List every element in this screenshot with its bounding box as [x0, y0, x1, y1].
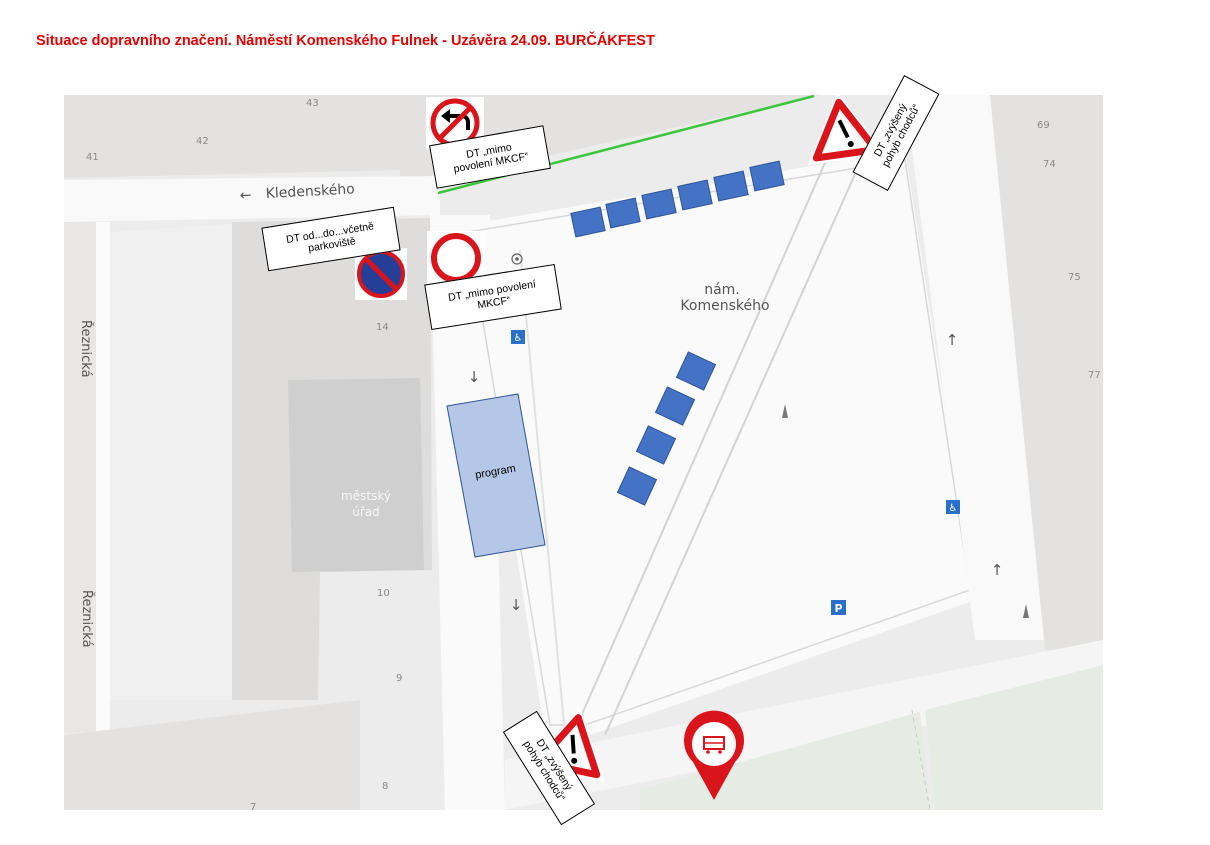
- no-left-turn-sign-icon: [426, 97, 484, 149]
- house-number: 77: [1088, 370, 1101, 381]
- arrow-left-icon: ←: [239, 187, 252, 204]
- house-number: 74: [1043, 159, 1056, 170]
- parking-glyph: P: [834, 602, 842, 615]
- poi-target-icon: [511, 253, 523, 265]
- market-stalls: [570, 160, 785, 506]
- wheelchair-icon: [946, 500, 960, 514]
- square-plaza: [465, 150, 975, 735]
- monument-icon: [782, 404, 788, 418]
- street-label-kledenskeho: Kledenského: [265, 181, 355, 202]
- house-number: 75: [1068, 272, 1081, 283]
- market-stall: [570, 206, 606, 238]
- townhall-label-line2: úřad: [352, 505, 380, 519]
- house-number: 9: [396, 673, 402, 684]
- house-number: 69: [1037, 120, 1050, 131]
- street-label-reznicka-top: Řeznická: [78, 320, 94, 378]
- arrow-up-icon: ↑: [946, 331, 959, 349]
- house-number: 43: [306, 98, 319, 109]
- building-block-top-left: [64, 95, 400, 178]
- house-number: 41: [86, 152, 99, 163]
- market-stall: [635, 425, 677, 465]
- building-left-edge: [64, 222, 96, 732]
- courtyard-block: [110, 224, 232, 700]
- market-stall: [713, 170, 749, 202]
- street-bottom: [505, 640, 1103, 810]
- bus-stop-pin-icon: [684, 710, 744, 800]
- market-stall: [641, 188, 677, 220]
- square-label-line1: nám.: [704, 282, 740, 298]
- no-parking-sign-icon: [355, 248, 407, 300]
- market-stall: [654, 386, 696, 426]
- street-label-reznicka-bottom: Řeznická: [79, 590, 95, 648]
- path-west: [519, 249, 566, 736]
- arrow-up-icon: ↑: [991, 561, 1004, 579]
- house-number: 7: [250, 802, 256, 813]
- wheelchair-icon: [511, 330, 525, 344]
- square-plaza-outline: [467, 159, 971, 726]
- path-diagonal-1: [574, 139, 836, 731]
- arrow-down-icon: ↓: [510, 596, 523, 614]
- wheelchair-glyph: ♿: [514, 333, 523, 344]
- dashed-boundary: [911, 709, 931, 810]
- market-stall: [605, 197, 641, 229]
- townhall-label-line1: městský: [341, 489, 391, 503]
- path-diagonal-2: [604, 144, 869, 736]
- market-stall: [677, 179, 713, 211]
- square-label-line2: Komenského: [680, 298, 769, 314]
- house-number: 8: [382, 781, 388, 792]
- house-number: 42: [196, 136, 209, 147]
- building-block-right: [990, 95, 1103, 650]
- pedestrian-warning-sign-icon: [807, 92, 886, 166]
- monument-icon: [1023, 604, 1029, 618]
- street-reznicka: [96, 222, 110, 810]
- wheelchair-glyph: ♿: [949, 503, 958, 514]
- parking-icon: [831, 600, 846, 615]
- street-kledenskeho: [64, 176, 440, 222]
- market-stall: [675, 351, 717, 391]
- program-stage: [446, 393, 546, 558]
- arrow-down-icon: ↓: [468, 368, 481, 386]
- house-number: 10: [377, 588, 390, 599]
- house-number: 14: [376, 322, 389, 333]
- building-block-bottom-left: [64, 700, 360, 810]
- market-stall: [749, 160, 785, 192]
- page-title: Situace dopravního značení. Náměstí Kome…: [36, 33, 655, 49]
- poi-target-dot: [515, 257, 519, 261]
- market-stall: [616, 466, 658, 506]
- townhall-building: [288, 378, 424, 572]
- green-area-2: [925, 665, 1103, 810]
- street-east: [905, 95, 1045, 640]
